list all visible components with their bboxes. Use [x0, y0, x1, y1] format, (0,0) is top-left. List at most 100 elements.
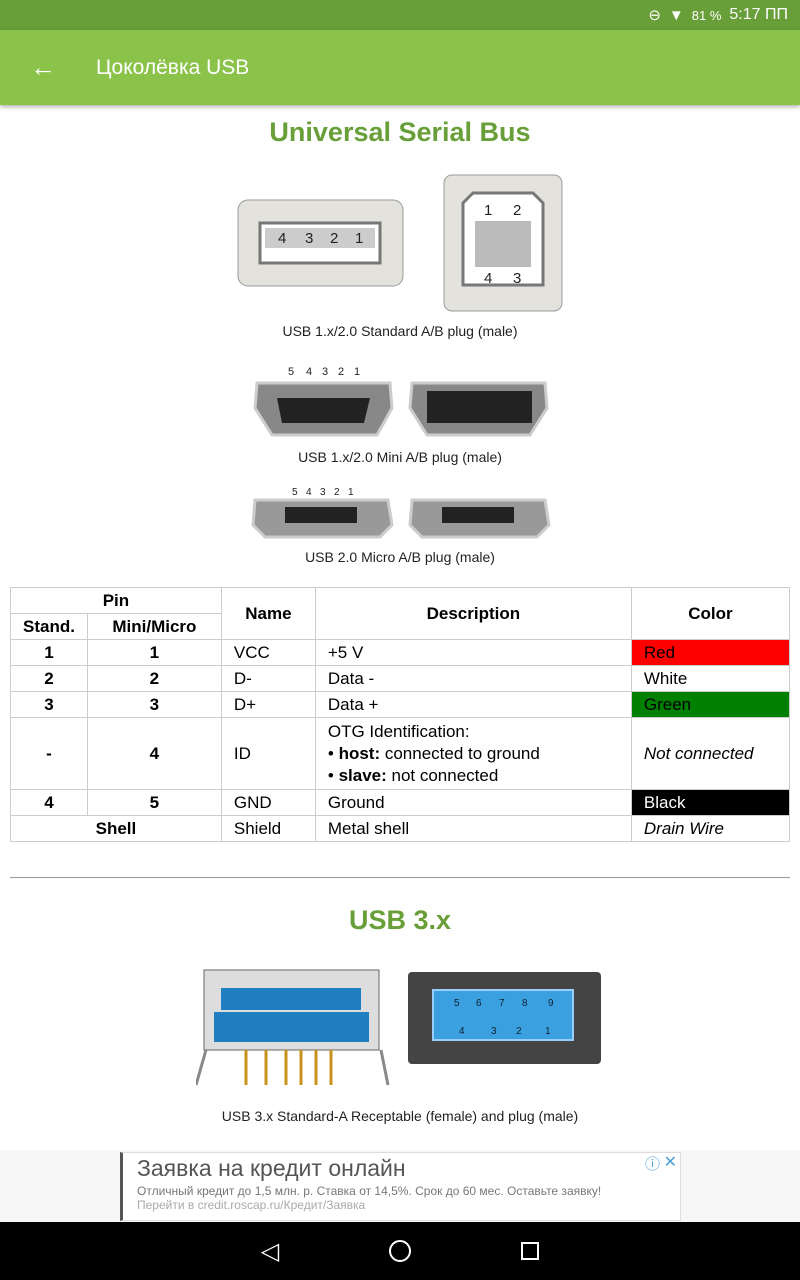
ad-text: Отличный кредит до 1,5 млн. р. Ставка от…	[137, 1184, 602, 1198]
svg-text:3: 3	[513, 270, 521, 287]
svg-text:3: 3	[305, 230, 313, 247]
cell: D-	[220, 665, 316, 692]
header-mini: Mini/Micro	[86, 613, 222, 640]
ad-info-icon[interactable]: ⓘ	[644, 1156, 660, 1173]
svg-text:4: 4	[306, 487, 312, 498]
svg-text:4: 4	[278, 230, 286, 247]
svg-text:8: 8	[522, 998, 528, 1009]
ad-box[interactable]: Заявка на кредит онлайн Отличный кредит …	[120, 1152, 681, 1221]
caption-mini: USB 1.x/2.0 Mini A/B plug (male)	[298, 449, 502, 465]
otg-title: OTG Identification:	[327, 721, 470, 741]
svg-text:1: 1	[545, 1026, 551, 1037]
header-pin: Pin	[10, 587, 222, 614]
svg-text:4: 4	[484, 270, 492, 287]
cell: 4	[10, 789, 88, 816]
svg-text:2: 2	[330, 230, 338, 247]
header-color: Color	[630, 587, 791, 640]
cell: 1	[10, 639, 88, 666]
cell: 3	[86, 691, 222, 718]
ad-banner[interactable]: Заявка на кредит онлайн Отличный кредит …	[0, 1150, 800, 1222]
svg-text:1: 1	[355, 230, 363, 247]
cell: VCC	[220, 639, 316, 666]
svg-text:2: 2	[334, 487, 340, 498]
cell: +5 V	[314, 639, 632, 666]
cell: Data -	[314, 665, 632, 692]
cell: 2	[86, 665, 222, 692]
status-bar: ⊖ ▼ 81 % 5:17 ПП	[0, 0, 800, 30]
nav-bar: ◁	[0, 1222, 800, 1280]
divider	[10, 877, 790, 878]
page-title: Цоколёвка USB	[96, 55, 250, 79]
header-name: Name	[220, 587, 316, 640]
svg-text:5: 5	[288, 366, 294, 378]
svg-text:4: 4	[306, 366, 312, 378]
cell: D+	[220, 691, 316, 718]
svg-text:3: 3	[491, 1026, 497, 1037]
svg-text:6: 6	[476, 998, 482, 1009]
cell: Ground	[314, 789, 632, 816]
svg-text:2: 2	[516, 1026, 522, 1037]
home-nav-icon[interactable]	[389, 1240, 412, 1262]
color-cell: Red	[630, 639, 791, 666]
header-description: Description	[314, 587, 632, 640]
ad-link[interactable]: Перейти в credit.roscap.ru/Кредит/Заявка	[137, 1198, 366, 1212]
app-bar: ← Цоколёвка USB	[0, 30, 800, 105]
color-cell: Black	[630, 789, 791, 816]
svg-text:1: 1	[484, 202, 492, 219]
cell: 4	[86, 717, 222, 790]
header-stand: Stand.	[10, 613, 88, 640]
section-title-usb3: USB 3.x	[348, 905, 452, 935]
back-nav-icon[interactable]: ◁	[260, 1237, 280, 1265]
svg-text:5: 5	[292, 487, 298, 498]
cell: GND	[220, 789, 316, 816]
cell: Shield	[220, 815, 316, 842]
slave-text: not connected	[386, 765, 499, 785]
svg-text:3: 3	[320, 487, 326, 498]
color-cell: Green	[630, 691, 791, 718]
cell: 3	[10, 691, 88, 718]
otg-host: • host: connected to ground	[327, 743, 540, 763]
host-label: host:	[338, 743, 381, 763]
color-cell: Drain Wire	[630, 815, 791, 842]
svg-text:5: 5	[454, 998, 460, 1009]
section-title-usb: Universal Serial Bus	[269, 117, 531, 147]
pinout-table: Pin Name Description Color Stand.Mini/Mi…	[10, 587, 791, 842]
usb3-image: 5 6 7 8 9 4 3 2 1	[196, 969, 601, 1086]
cell: 5	[86, 789, 222, 816]
svg-text:3: 3	[322, 366, 328, 378]
wifi-icon: ▼	[668, 6, 684, 24]
battery-text: 81 %	[691, 7, 722, 23]
recents-nav-icon[interactable]	[521, 1242, 540, 1260]
slave-label: slave:	[338, 765, 387, 785]
otg-slave: • slave: not connected	[327, 765, 499, 785]
svg-text:4: 4	[459, 1026, 465, 1037]
cell: 1	[86, 639, 222, 666]
caption-usb3: USB 3.x Standard-A Receptable (female) a…	[221, 1108, 579, 1124]
svg-text:1: 1	[354, 366, 360, 378]
cell: ID	[220, 717, 316, 790]
svg-text:1: 1	[348, 487, 354, 498]
svg-text:9: 9	[548, 998, 554, 1009]
svg-text:7: 7	[499, 998, 505, 1009]
ad-close-icon[interactable]: ✕	[663, 1154, 677, 1171]
svg-text:2: 2	[513, 202, 521, 219]
back-arrow-icon[interactable]: ←	[30, 52, 56, 82]
caption-standard: USB 1.x/2.0 Standard A/B plug (male)	[282, 323, 518, 339]
cell: Shell	[10, 815, 222, 842]
cell: Metal shell	[314, 815, 632, 842]
color-cell: Not connected	[630, 717, 791, 790]
cell: Data +	[314, 691, 632, 718]
caption-micro: USB 2.0 Micro A/B plug (male)	[305, 549, 495, 565]
host-text: connected to ground	[380, 743, 540, 763]
cell: -	[10, 717, 88, 790]
ad-title[interactable]: Заявка на кредит онлайн	[137, 1155, 406, 1181]
